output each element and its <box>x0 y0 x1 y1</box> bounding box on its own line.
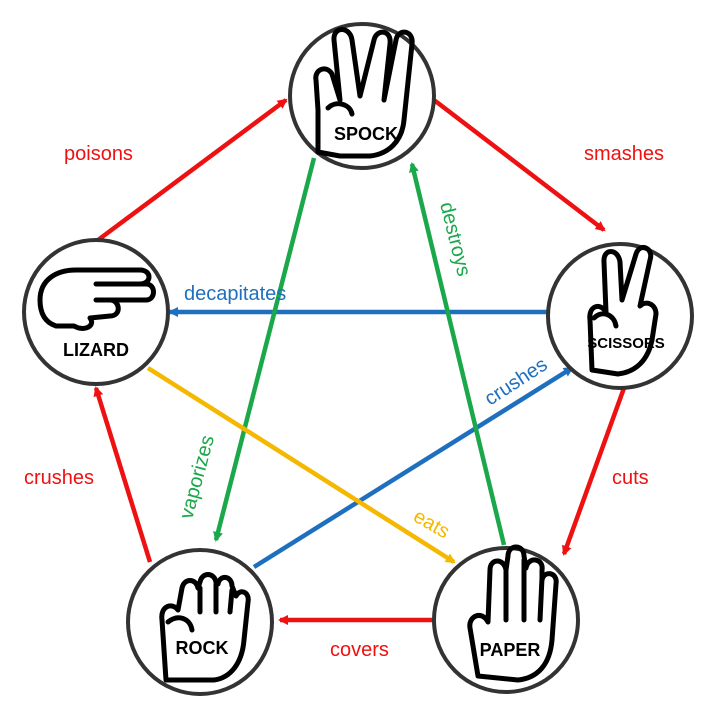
node-label-scissors: SCISSORS <box>587 335 665 352</box>
edge-label-vaporizes: vaporizes <box>176 433 219 521</box>
open-hand-icon <box>467 544 559 683</box>
edge-spock-scissors-arrow <box>432 98 606 232</box>
lizard-hand-icon <box>37 267 156 331</box>
edge-label-decapitates: decapitates <box>184 283 286 305</box>
node-label-spock: SPOCK <box>334 124 398 144</box>
node-label-paper: PAPER <box>480 640 541 660</box>
edge-rock-lizard-arrow <box>93 386 153 563</box>
edge-scissors-paper-arrow <box>561 387 627 556</box>
edge-label-covers: covers <box>330 639 389 661</box>
edge-rock-scissors-arrow <box>252 366 574 569</box>
node-paper: PAPER <box>432 544 580 694</box>
node-lizard: LIZARD <box>22 238 170 386</box>
node-scissors: SCISSORS <box>546 242 694 390</box>
fist-icon <box>159 572 251 683</box>
edge-label-cuts: cuts <box>612 467 649 489</box>
edge-paper-spock-arrow <box>409 162 507 546</box>
edge-spock-rock-arrow <box>213 157 317 542</box>
edge-label-smashes: smashes <box>584 143 664 165</box>
edge-label-destroys: destroys <box>435 200 475 279</box>
node-spock: SPOCK <box>288 22 436 170</box>
edge-lizard-spock-arrow <box>96 98 288 242</box>
edge-label-poisons: poisons <box>64 143 133 165</box>
node-label-rock: ROCK <box>176 638 229 658</box>
vulcan-salute-hand-icon <box>313 27 415 159</box>
node-label-lizard: LIZARD <box>63 340 129 360</box>
edges <box>93 98 627 625</box>
edge-label-crushes-red: crushes <box>24 467 94 489</box>
node-rock: ROCK <box>126 548 274 696</box>
v-sign-hand-icon <box>587 245 659 377</box>
edge-lizard-paper-arrow <box>146 366 456 564</box>
